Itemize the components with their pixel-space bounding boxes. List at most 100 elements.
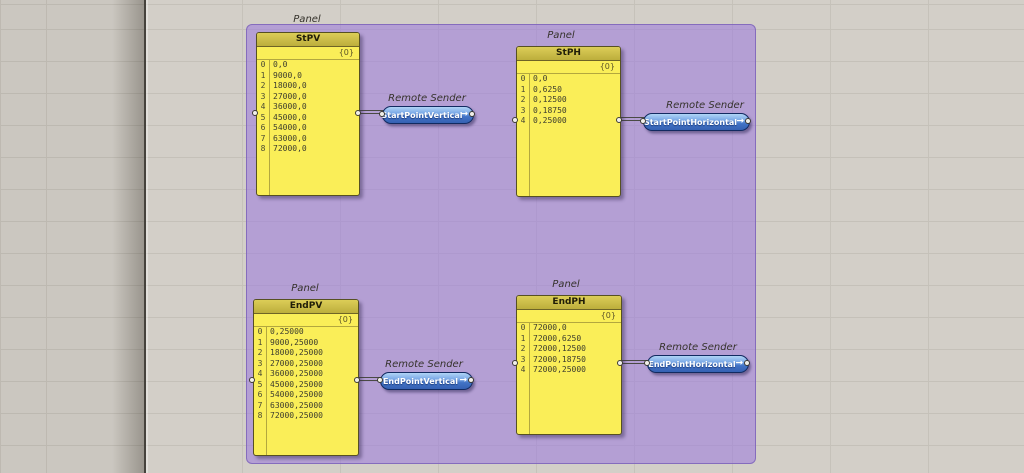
sender-output-grip[interactable] [468,377,474,383]
input-grip[interactable] [512,117,518,123]
row-index: 1 [257,337,263,347]
page-fold-shadow [112,0,144,473]
panel-title[interactable]: EndPH [517,296,621,310]
panel-row: 3 27000,25000 [254,359,358,370]
row-index: 8 [260,144,266,153]
send-arrow-icon: → [460,109,468,120]
output-grip[interactable] [354,377,360,383]
row-index: 1 [520,333,526,343]
panel-row: 1 9000,25000 [254,338,358,349]
row-index: 1 [260,70,266,80]
row-value: 0,0 [273,60,288,69]
wire-endpv-to-sender[interactable] [358,377,382,381]
send-arrow-icon: → [735,358,743,369]
sender-input-grip[interactable] [644,360,650,366]
row-index: 5 [257,379,263,389]
row-value: 9000,0 [273,70,302,80]
input-grip[interactable] [512,360,518,366]
row-value: 0,12500 [533,95,567,104]
remote-sender-endpointhorizontal[interactable]: EndPointHorizontal → [647,355,749,373]
row-value: 72000,12500 [533,344,586,353]
panel-row: 2 18000,0 [257,81,359,92]
wire-stph-to-sender[interactable] [620,117,645,121]
page-fold-highlight [146,0,148,473]
sender-label: Remote Sender [659,342,737,353]
input-grip[interactable] [249,377,255,383]
sender-input-grip[interactable] [640,118,646,124]
panel-label: Panel [552,279,580,290]
row-index: 0 [520,74,526,83]
sender-input-grip[interactable] [379,111,385,117]
row-index: 3 [520,354,526,364]
row-value: 18000,25000 [270,348,323,357]
panel-title[interactable]: StPV [257,33,359,47]
output-grip[interactable] [617,360,623,366]
row-index: 0 [257,327,263,336]
row-value: 0,25000 [533,116,567,125]
sender-label: Remote Sender [388,93,466,104]
row-value: 9000,25000 [270,337,319,347]
panel-label: Panel [293,14,321,25]
row-value: 72000,0 [533,323,567,332]
output-grip[interactable] [616,117,622,123]
row-index: 4 [520,116,526,125]
row-index: 2 [257,348,263,357]
row-index: 8 [257,411,263,420]
panel-row: 0 0,25000 [254,327,358,338]
row-value: 27000,25000 [270,358,323,368]
row-value: 18000,0 [273,81,307,90]
panel-data-path: {0} [517,310,621,323]
sender-label: Remote Sender [385,359,463,370]
sender-output-grip[interactable] [469,111,475,117]
sender-label: Remote Sender [666,100,744,111]
panel-title[interactable]: EndPV [254,300,358,314]
row-index: 3 [260,91,266,101]
panel-row: 3 27000,0 [257,92,359,103]
remote-sender-startpointhorizontal[interactable]: StartPointHorizontal → [643,113,750,131]
canvas-left-page [0,0,144,473]
wire-endph-to-sender[interactable] [621,360,649,364]
row-index: 5 [260,112,266,122]
row-value: 72000,18750 [533,354,586,364]
row-value: 72000,25000 [533,365,586,374]
sender-name: EndPointHorizontal [648,359,736,369]
output-grip[interactable] [355,110,361,116]
send-arrow-icon: → [736,116,744,127]
row-value: 27000,0 [273,91,307,101]
panel-title[interactable]: StPH [517,47,620,61]
sender-input-grip[interactable] [377,377,383,383]
wire-stpv-to-sender[interactable] [358,110,384,114]
row-index: 1 [520,84,526,94]
row-value: 0,25000 [270,327,304,336]
remote-sender-startpointvertical[interactable]: StartPointVertical → [382,106,474,124]
row-index: 3 [257,358,263,368]
input-grip[interactable] [252,110,258,116]
panel-row: 1 0,6250 [517,85,620,96]
sender-output-grip[interactable] [745,118,751,124]
panel-row: 3 72000,18750 [517,355,621,366]
panel-row: 1 72000,6250 [517,334,621,345]
sender-output-grip[interactable] [744,360,750,366]
row-index: 2 [260,81,266,90]
remote-sender-endpointvertical[interactable]: EndPointVertical → [380,372,473,390]
row-value: 36000,0 [273,102,307,111]
row-value: 0,6250 [533,84,562,94]
row-index: 3 [520,105,526,115]
row-index: 6 [260,123,266,132]
row-value: 72000,6250 [533,333,582,343]
